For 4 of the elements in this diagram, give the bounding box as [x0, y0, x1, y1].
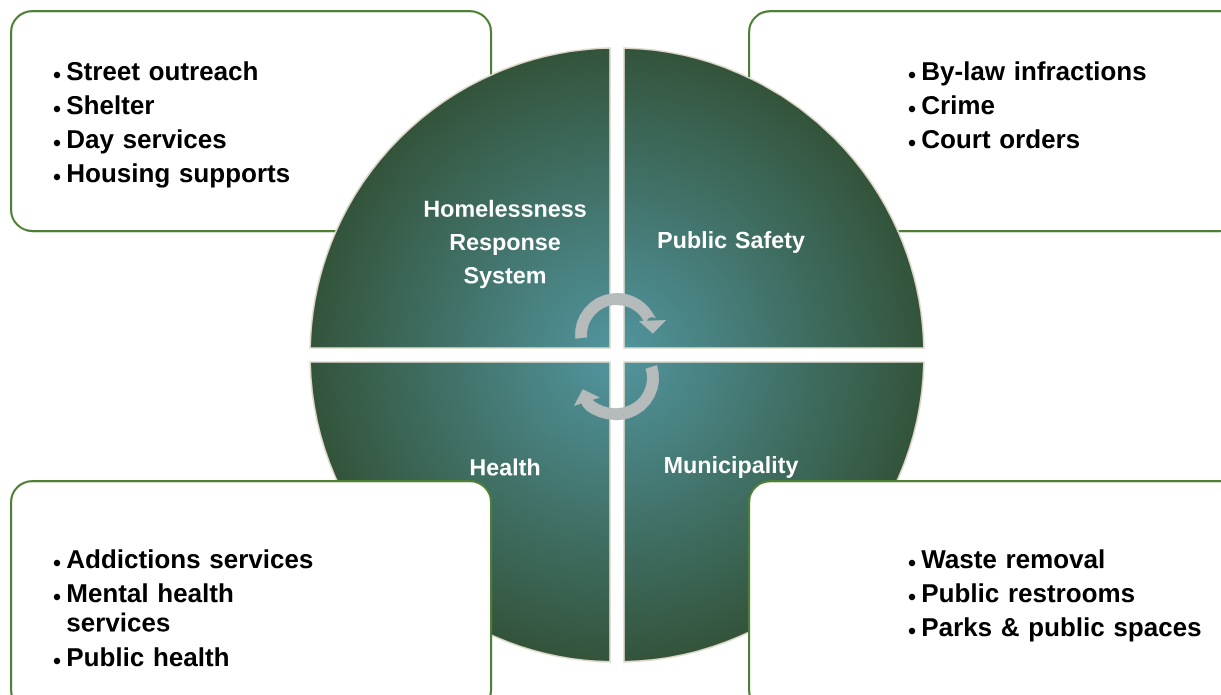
list-box: Waste removal Public restrooms Parks & public spaces [748, 480, 1221, 695]
list-box: Addictions services Mental health services Public health [10, 480, 493, 695]
curved-arrow [575, 293, 667, 339]
quadrant-segment: Homelessness Response System [309, 47, 611, 349]
